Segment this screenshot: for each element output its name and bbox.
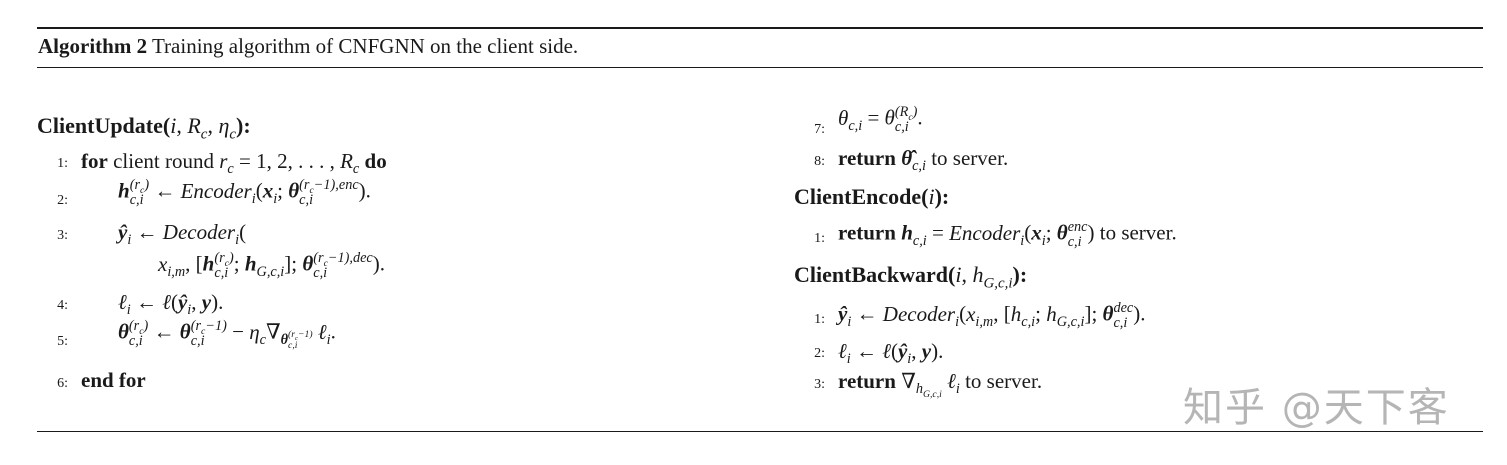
algo-line-4: ℓi ← ℓ(ŷi, y). (118, 290, 224, 319)
client-encode-header: ClientEncode(i): (794, 184, 950, 209)
client-update-name: ClientUpdate (37, 113, 163, 138)
algorithm-caption: Algorithm 2 Training algorithm of CNFGNN… (38, 31, 578, 61)
line-number: 5: (57, 334, 68, 349)
line-number: 2: (814, 346, 825, 361)
line-number: 6: (57, 376, 68, 391)
backward-line-3: return ∇hG,c,i ℓi to server. (838, 369, 1043, 401)
line-number: 2: (57, 193, 68, 208)
algo-line-7: θc,i = θ(Rc)c,i. (838, 104, 923, 136)
client-update-header: ClientUpdate(i, Rc, ηc): (37, 113, 251, 143)
line-number: 3: (57, 228, 68, 243)
line-number: 3: (814, 377, 825, 392)
top-rule (37, 27, 1483, 29)
line-number: 1: (57, 156, 68, 171)
client-backward-header: ClientBackward(i, hG,c,i): (794, 262, 1028, 292)
algo-line-5: θ(rc)c,i ← θ(rc−1)c,i − ηc∇θ(rc−1)c,i ℓi… (118, 318, 336, 351)
algo-line-3a: ŷi ← Decoderi( (118, 220, 247, 249)
backward-line-2: ℓi ← ℓ(ŷi, y). (838, 339, 944, 368)
line-number: 4: (57, 298, 68, 313)
line-number: 1: (814, 312, 825, 327)
algorithm-label: Algorithm 2 (38, 34, 148, 58)
algo-line-6: end for (81, 368, 146, 392)
algorithm-caption-text: Training algorithm of CNFGNN on the clie… (151, 34, 579, 58)
bottom-rule (37, 431, 1483, 432)
client-backward-name: ClientBackward (794, 262, 948, 287)
algo-line-1: for client round rc = 1, 2, . . . , Rc d… (81, 149, 387, 178)
line-number: 8: (814, 154, 825, 169)
caption-rule (37, 67, 1483, 68)
line-number: 1: (814, 231, 825, 246)
client-encode-name: ClientEncode (794, 184, 922, 209)
algo-line-8: return θ̂c,i to server. (838, 146, 1009, 175)
watermark: 知乎 @天下客 (1183, 385, 1450, 431)
line-number: 7: (814, 122, 825, 137)
